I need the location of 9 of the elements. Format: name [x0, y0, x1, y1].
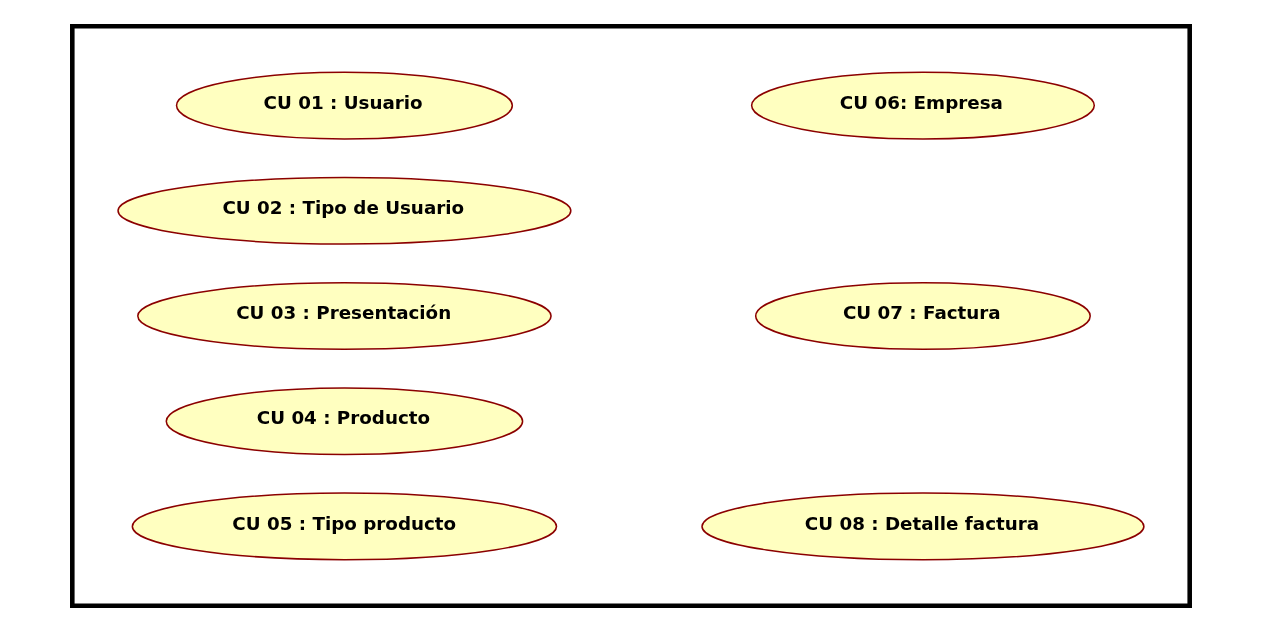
cluster [70, 24, 1192, 608]
node-ellipse: CU 02 : Tipo de Usuario [117, 176, 572, 245]
node-ellipse: CU 07 : Factura [754, 281, 1091, 351]
node-ellipse: CU 06: Empresa [750, 71, 1095, 140]
node-ellipse: CU 05 : Tipo producto [131, 492, 558, 561]
node-ellipse: CU 03 : Presentación [137, 281, 552, 351]
node-ellipse: CU 04 : Producto [165, 387, 524, 456]
node-ellipse: CU 08 : Detalle factura [701, 492, 1145, 561]
node-ellipse: CU 01 : Usuario [175, 71, 514, 140]
